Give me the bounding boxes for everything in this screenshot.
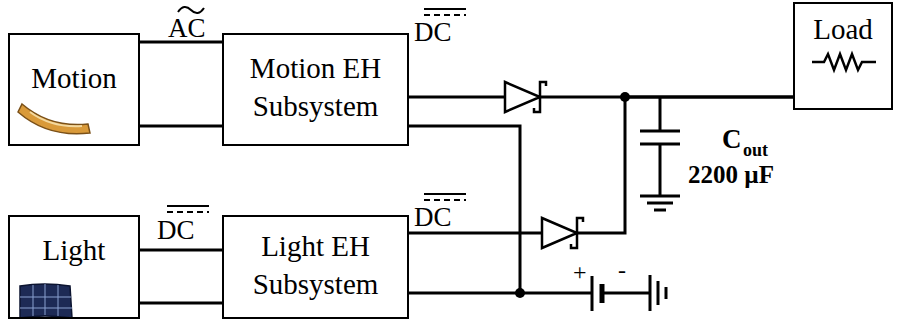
- box-label: Light EH Subsystem: [224, 227, 407, 303]
- signal-label: AC: [168, 14, 206, 42]
- polarity-sign: +: [573, 258, 587, 286]
- piezo-illustration: [18, 104, 90, 134]
- load-box: Load: [793, 2, 893, 110]
- component-subscript: out: [743, 139, 768, 161]
- signal-label: DC: [414, 18, 452, 46]
- schottky-diode: [542, 218, 583, 248]
- dc-symbol: [167, 9, 466, 212]
- signal-label: DC: [414, 203, 452, 231]
- box-label: Motion: [10, 59, 138, 97]
- box-label: Light: [10, 231, 138, 269]
- source-box: Motion: [8, 33, 140, 146]
- battery-symbol: [592, 276, 602, 311]
- signal-label: DC: [157, 216, 195, 244]
- wire-connector: [408, 97, 794, 233]
- box-label: Motion EH Subsystem: [224, 49, 407, 125]
- component-name: C: [722, 124, 742, 155]
- wire-connector: [139, 249, 223, 252]
- solar-panel-illustration: [20, 284, 72, 318]
- polarity-sign: -: [618, 256, 626, 284]
- capacitor-symbol: [640, 131, 680, 144]
- ground-symbol: [650, 275, 666, 311]
- subsystem-box: Motion EH Subsystem: [222, 33, 409, 146]
- box-label: Load: [795, 10, 891, 48]
- ground-symbol: [640, 196, 680, 210]
- junction-dot: [515, 288, 525, 298]
- subsystem-box: Light EH Subsystem: [222, 215, 409, 319]
- resistor-symbol: [812, 54, 876, 70]
- source-box: Light: [8, 215, 140, 319]
- schottky-diode: [505, 82, 546, 112]
- ac-symbol: [178, 7, 204, 13]
- wire: [140, 97, 660, 303]
- junction-dot: [620, 92, 630, 102]
- component-value: 2200 µF: [688, 160, 774, 189]
